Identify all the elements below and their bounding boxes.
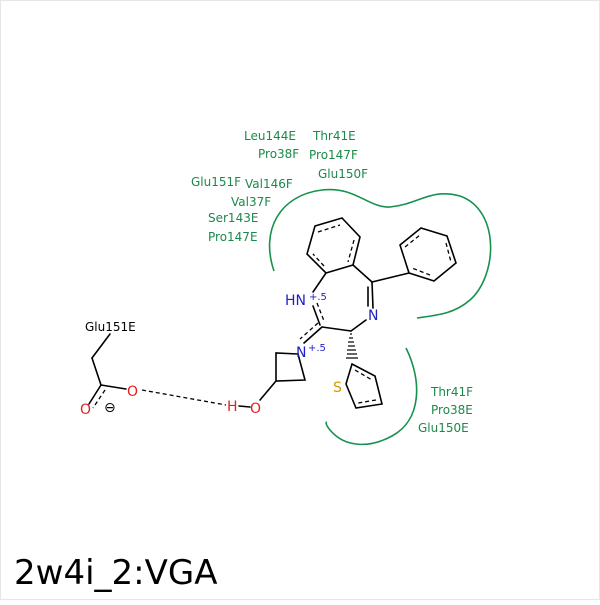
atom-n-ring: N [368,308,378,324]
charge-n-azetidine: +.5 [308,343,326,354]
charge-hn: +.5 [309,292,327,303]
hydroxyl-bond [259,380,277,401]
pocket-arc-bottom [325,347,418,446]
atom-h: H [227,399,238,415]
residue-label: Glu150F [318,167,368,181]
residue-label: Glu150E [418,421,469,435]
residue-label: Thr41E [312,129,356,143]
atom-s-thiophene: S [333,380,342,396]
charge-negative: ⊖ [104,400,116,416]
pocket-arc-top [268,188,492,319]
atom-hn: HN [285,293,306,309]
benzo-ring-inner [312,224,355,267]
residue-label: Glu151F [191,175,241,189]
residue-label: Val37F [231,195,271,209]
benzo-ring [306,217,361,274]
residue-label: Pro38F [258,147,299,161]
residue-label: Ser143E [208,211,258,225]
hydrogen-bond [141,389,227,406]
residue-label-glu151e: Glu151E [85,320,136,334]
atom-o-carbonyl: O [80,402,91,418]
diagram-title: 2w4i_2:VGA [14,553,217,593]
thiophene-ring [345,362,383,409]
atom-o-acid: O [127,384,138,400]
thiophene-ring-inner [354,369,377,404]
stereo-wedge [346,333,358,359]
amidine-bond-dashed [299,322,319,340]
residue-label: Pro38E [431,403,473,417]
diazepine-ring [312,264,410,332]
residue-label: Val146F [245,177,293,191]
residue-label: Leu144E [244,129,296,143]
phenyl-ring-inner [404,234,452,276]
glutamate-sidechain [88,333,127,409]
o-h-bond [238,405,251,408]
residue-label: Thr41F [430,385,473,399]
residue-label: Pro147E [208,230,258,244]
amidine-bond [303,326,323,344]
atom-o-hydroxyl: O [250,401,261,417]
atom-n-azetidine: N [296,345,306,361]
residue-label: Pro147F [309,148,358,162]
